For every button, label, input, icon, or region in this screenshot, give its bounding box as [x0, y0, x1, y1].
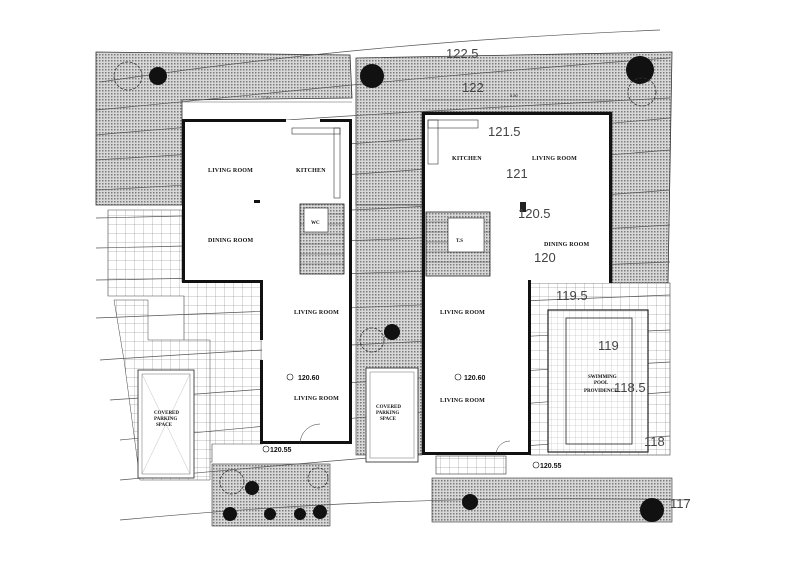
tree-icon	[640, 498, 664, 522]
right-house	[422, 112, 612, 475]
tree-icon	[360, 64, 384, 88]
contour-label: 120.5	[518, 206, 551, 221]
tree-icon	[359, 327, 385, 353]
room-label-living-low: LIVING ROOM	[440, 398, 485, 404]
parking-label: SPACE	[380, 417, 397, 422]
contour-label: 119	[598, 338, 619, 353]
tree-icon	[384, 324, 400, 340]
dimension-right-width: 8.80	[510, 93, 519, 98]
level-marker-right-entry: 120.55	[540, 463, 562, 470]
tree-icon	[264, 508, 276, 520]
tree-icon	[313, 505, 327, 519]
room-label-living-mid: LIVING ROOM	[440, 310, 485, 316]
tree-icon	[462, 494, 478, 510]
contour-label: 119.5	[556, 288, 588, 303]
swimming-pool	[547, 309, 649, 453]
contour-labels: 122.5 122 121.5 121 120.5 120 119.5 119 …	[446, 46, 691, 511]
room-label-living: LIVING ROOM	[208, 168, 253, 174]
room-label-living-low: LIVING ROOM	[294, 396, 339, 402]
room-label-dining: DINING ROOM	[208, 238, 254, 244]
room-label-kitchen: KITCHEN	[296, 168, 326, 174]
dimension-lines: 7.70 8.80	[182, 93, 612, 103]
tree-icon	[245, 481, 259, 495]
pool-label: SWIMMING	[588, 375, 617, 380]
mid-room-labels: COVERED PARKING SPACE	[376, 405, 401, 422]
tree-icon	[294, 508, 306, 520]
trees	[113, 56, 664, 522]
left-house	[182, 119, 352, 445]
tree-icon	[626, 56, 654, 84]
contour-label: 121	[506, 166, 528, 181]
room-label-wc: WC	[311, 221, 320, 226]
tree-icon	[219, 469, 245, 495]
room-label-living-mid: LIVING ROOM	[294, 310, 339, 316]
tree-icon	[113, 61, 143, 91]
tree-icon	[627, 77, 657, 107]
room-label-dining: DINING ROOM	[544, 242, 590, 248]
contour-label: 122	[462, 80, 484, 95]
parking-label: PARKING	[154, 417, 177, 422]
room-label-kitchen: KITCHEN	[452, 156, 482, 162]
parking-label: COVERED	[376, 405, 401, 410]
pool-label: PROVIDENCE	[584, 389, 618, 394]
parking-label: COVERED	[154, 411, 179, 416]
room-label-wc: T.S	[456, 239, 463, 244]
level-marker-right-floor: 120.60	[464, 375, 486, 382]
dimension-left-width: 7.70	[262, 95, 271, 100]
level-marker-left-entry: 120.55	[270, 447, 292, 454]
level-marker-left-floor: 120.60	[298, 375, 320, 382]
contour-label: 118	[644, 434, 665, 449]
contour-label: 120	[534, 250, 556, 265]
left-room-labels: LIVING ROOM KITCHEN DINING ROOM WC LIVIN…	[154, 168, 339, 454]
tree-icon	[149, 67, 167, 85]
contour-label: 121.5	[488, 124, 521, 139]
contour-label: 122.5	[446, 46, 479, 61]
parking-label: SPACE	[156, 423, 173, 428]
contour-label: 118.5	[614, 380, 646, 395]
contour-label: 117	[670, 496, 691, 511]
level-markers	[262, 373, 540, 469]
left-parking	[137, 369, 195, 479]
right-room-labels: KITCHEN LIVING ROOM DINING ROOM T.S LIVI…	[440, 156, 618, 470]
parking-label: PARKING	[376, 411, 399, 416]
mid-parking	[365, 367, 419, 463]
tree-icon	[307, 467, 329, 489]
pool-label: POOL	[594, 381, 609, 386]
tree-icon	[223, 507, 237, 521]
room-label-living: LIVING ROOM	[532, 156, 577, 162]
